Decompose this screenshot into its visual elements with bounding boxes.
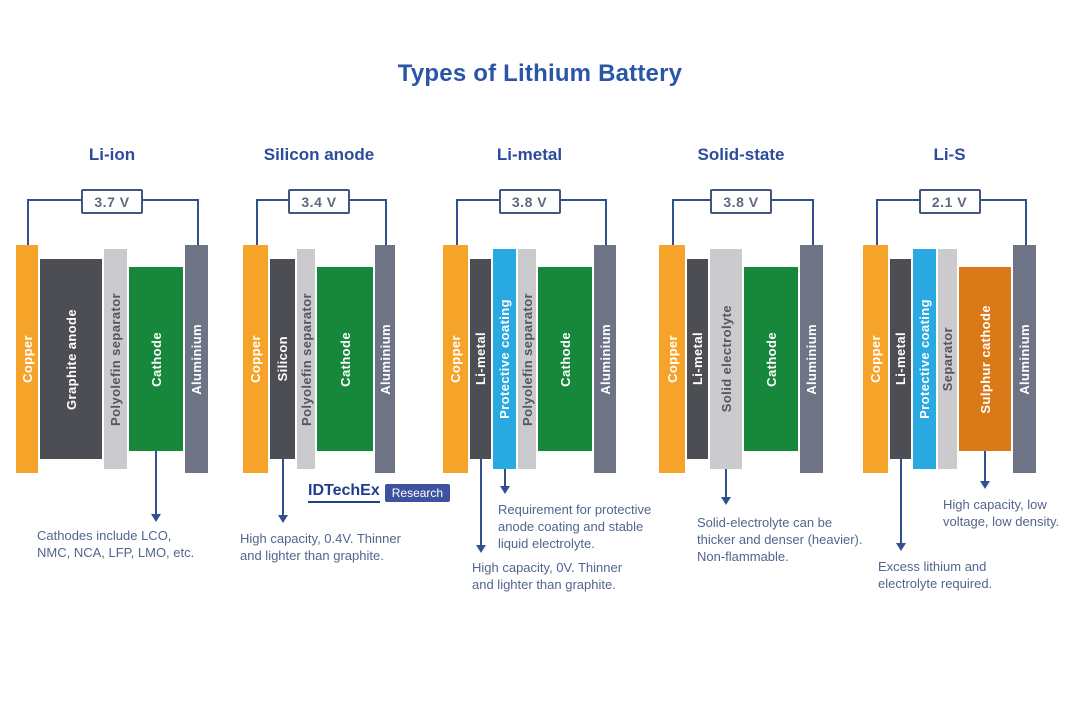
layer-bar-solid-electrolyte: Solid electrolyte	[710, 249, 742, 469]
layer-bar-aluminium: Aluminium	[800, 245, 823, 473]
wire-left-vertical	[672, 199, 674, 247]
layer-bar-polyolefin-separator: Polyolefin separator	[297, 249, 315, 469]
voltage-label: 3.8 V	[511, 193, 548, 210]
annotation-text: Requirement for protective anode coating…	[498, 502, 652, 552]
wire-left-vertical	[455, 199, 458, 247]
annotation-arrow-head	[277, 515, 288, 523]
annotation-arrow-head	[895, 543, 906, 551]
wire-right-vertical	[605, 199, 607, 247]
wire-right-horizontal	[143, 199, 199, 201]
annotation-text: High capacity, 0.4V. Thinner and lighter…	[240, 531, 401, 564]
layer-bar-cathode: Cathode	[317, 267, 373, 451]
annotation-arrow-line	[281, 459, 284, 515]
layer-bar-li-metal: Li-metal	[470, 259, 491, 459]
layer-label: Aluminium	[1017, 323, 1032, 395]
battery-name: Solid-state	[697, 145, 785, 164]
idtechex-watermark: IDTechEx Research	[308, 482, 451, 503]
annotation-text: Solid-electrolyte can be thicker and den…	[697, 515, 863, 565]
wire-left-horizontal	[875, 199, 919, 201]
voltage-label: 3.7 V	[94, 193, 130, 210]
voltage-label: 3.8 V	[723, 193, 759, 210]
wire-left-horizontal	[455, 199, 499, 201]
battery-name: Silicon anode	[263, 145, 375, 164]
layer-bar-polyolefin-separator: Polyolefin separator	[104, 249, 127, 469]
layer-bar-protective-coating: Protective coating	[493, 249, 516, 469]
layer-label: Sulphur cathode	[977, 304, 993, 414]
voltage-box: 2.1 V	[918, 189, 981, 214]
annotation-arrow-line	[899, 459, 902, 543]
voltage-box: 3.4 V	[288, 189, 350, 214]
annotation-arrow-line	[503, 469, 506, 486]
layer-bar-copper: Copper	[16, 245, 38, 473]
annotation-arrow-line	[725, 469, 727, 497]
voltage-box: 3.8 V	[498, 189, 561, 214]
layer-bar-graphite-anode: Graphite anode	[40, 259, 102, 459]
annotation-arrow-line	[479, 459, 482, 545]
battery-name: Li-ion	[88, 145, 136, 164]
voltage-label: 3.4 V	[301, 193, 337, 210]
watermark-brand-text: IDTechEx	[308, 482, 380, 503]
annotation-text: High capacity, low voltage, low density.	[943, 497, 1060, 530]
layer-bar-aluminium: Aluminium	[375, 245, 395, 473]
wire-left-vertical	[255, 199, 258, 247]
annotation-arrow-line	[984, 451, 986, 481]
layer-bar-polyolefin-separator: Polyolefin separator	[518, 249, 536, 469]
layer-label: Li-metal	[893, 332, 908, 386]
layer-bar-copper: Copper	[243, 245, 268, 473]
layer-label: Copper	[868, 335, 883, 383]
annotation-arrow-head	[151, 514, 161, 522]
layer-bar-separator: Separator	[938, 249, 957, 469]
layer-bar-cathode: Cathode	[129, 267, 183, 451]
layer-bar-protective-coating: Protective coating	[913, 249, 936, 469]
wire-right-horizontal	[560, 199, 607, 201]
annotation-arrow-head	[721, 497, 731, 505]
layer-label: Protective coating	[917, 299, 932, 419]
wire-left-horizontal	[27, 199, 81, 201]
layer-bar-sulphur-cathode: Sulphur cathode	[959, 267, 1011, 451]
wire-left-vertical	[875, 199, 878, 247]
annotation-text: Cathodes include LCO, NMC, NCA, LFP, LMO…	[37, 528, 195, 561]
wire-right-horizontal	[980, 199, 1027, 201]
wire-left-horizontal	[255, 199, 288, 201]
wire-right-horizontal	[350, 199, 387, 201]
layer-bar-li-metal: Li-metal	[687, 259, 708, 459]
wire-right-vertical	[385, 199, 387, 247]
layer-bar-li-metal: Li-metal	[890, 259, 911, 459]
wire-right-vertical	[1024, 199, 1027, 247]
layer-bar-copper: Copper	[443, 245, 468, 473]
wire-left-vertical	[27, 199, 29, 247]
annotation-text: Excess lithium and electrolyte required.	[878, 559, 993, 592]
layer-bar-copper: Copper	[659, 245, 685, 473]
layer-bar-aluminium: Aluminium	[185, 245, 208, 473]
layer-bar-cathode: Cathode	[744, 267, 798, 451]
voltage-box: 3.8 V	[710, 189, 772, 214]
layer-bar-aluminium: Aluminium	[1013, 245, 1036, 473]
voltage-label: 2.1 V	[931, 193, 968, 210]
annotation-arrow-head	[980, 481, 990, 489]
watermark-research-badge: Research	[384, 483, 451, 502]
layer-bar-cathode: Cathode	[538, 267, 592, 451]
layer-bar-copper: Copper	[863, 245, 888, 473]
annotation-arrow-head	[475, 545, 486, 553]
layer-bar-silicon: Silicon	[270, 259, 295, 459]
annotation-arrow-line	[155, 451, 157, 514]
battery-name: Li-S	[933, 145, 966, 164]
layer-bar-aluminium: Aluminium	[594, 245, 616, 473]
annotation-text: High capacity, 0V. Thinner and lighter t…	[472, 560, 623, 593]
diagram-title: Types of Lithium Battery	[397, 60, 683, 87]
wire-right-vertical	[811, 199, 814, 247]
wire-left-horizontal	[672, 199, 710, 201]
battery-name: Li-metal	[496, 145, 563, 164]
wire-right-vertical	[196, 199, 199, 247]
layer-label: Separator	[940, 326, 955, 392]
wire-right-horizontal	[772, 199, 814, 201]
annotation-arrow-head	[499, 486, 510, 494]
voltage-box: 3.7 V	[81, 189, 143, 214]
